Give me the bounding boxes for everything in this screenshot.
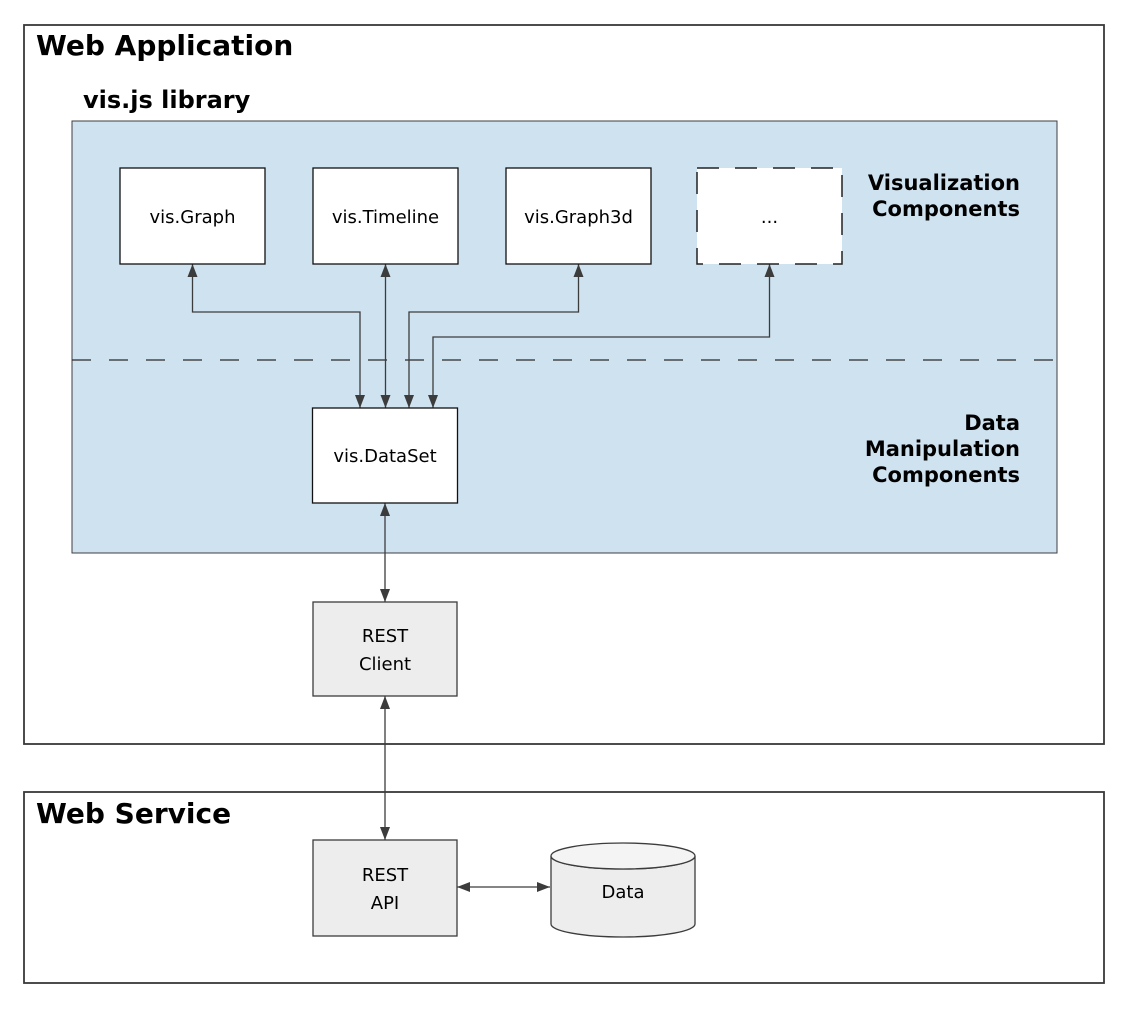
label-line: REST bbox=[362, 865, 409, 886]
connector-more-dataset bbox=[428, 264, 775, 408]
box-more-components bbox=[696, 167, 843, 265]
label-line: Manipulation bbox=[865, 437, 1020, 461]
label-line: Components bbox=[872, 197, 1020, 221]
connector-line bbox=[432, 264, 771, 408]
arrowhead-down-icon bbox=[428, 395, 438, 408]
label-vis-graph: vis.Graph bbox=[150, 207, 236, 228]
arrowhead-up-icon bbox=[380, 503, 390, 516]
arrowhead-left-icon bbox=[457, 882, 470, 892]
label-line: API bbox=[371, 893, 399, 914]
arrowhead-down-icon bbox=[404, 395, 414, 408]
cylinder-top-icon bbox=[550, 842, 696, 870]
box-vis-graph3d bbox=[505, 167, 652, 265]
connector-timeline-dataset bbox=[380, 264, 391, 408]
connector-restapi-datastore bbox=[457, 882, 550, 892]
connector-dataset-restclient bbox=[380, 503, 390, 602]
arrowhead-up-icon bbox=[380, 264, 391, 277]
label-vis-dataset: vis.DataSet bbox=[333, 446, 436, 467]
label-vis-graph3d: vis.Graph3d bbox=[524, 207, 633, 228]
arrowhead-up-icon bbox=[380, 696, 390, 709]
arrowhead-down-icon bbox=[355, 395, 365, 408]
web-application-title: Web Application bbox=[36, 29, 293, 62]
arrowhead-down-icon bbox=[380, 395, 391, 408]
arrowhead-down-icon bbox=[380, 827, 390, 840]
visualization-components-label: Visualization Components bbox=[868, 171, 1020, 221]
label-vis-timeline: vis.Timeline bbox=[332, 207, 439, 228]
rest-client-label: REST Client bbox=[359, 626, 411, 675]
arrowhead-up-icon bbox=[573, 264, 584, 277]
connector-restclient-restapi bbox=[380, 696, 390, 840]
label-data-store: Data bbox=[602, 882, 645, 903]
label-line: Data bbox=[964, 411, 1020, 435]
connector-line bbox=[408, 264, 580, 408]
arrowhead-up-icon bbox=[187, 264, 198, 277]
label-line: REST bbox=[362, 626, 409, 647]
arrowhead-down-icon bbox=[380, 589, 390, 602]
box-vis-timeline bbox=[312, 167, 459, 265]
arrowhead-up-icon bbox=[764, 264, 775, 277]
box-vis-dataset bbox=[311, 407, 459, 504]
connector-line bbox=[191, 264, 361, 408]
data-manipulation-components-label: Data Manipulation Components bbox=[865, 411, 1020, 487]
box-rest-client bbox=[312, 601, 458, 697]
label-more-components: ... bbox=[761, 207, 778, 228]
arrowhead-right-icon bbox=[537, 882, 550, 892]
vis-library-title: vis.js library bbox=[83, 86, 251, 114]
box-rest-api bbox=[312, 839, 458, 937]
box-vis-graph bbox=[119, 167, 266, 265]
rest-api-label: REST API bbox=[362, 865, 409, 914]
web-service-title: Web Service bbox=[36, 797, 231, 830]
label-line: Visualization bbox=[868, 171, 1020, 195]
label-line: Client bbox=[359, 654, 411, 675]
data-store-cylinder bbox=[550, 842, 696, 938]
label-line: Components bbox=[872, 463, 1020, 487]
connector-graph-dataset bbox=[187, 264, 365, 408]
connector-graph3d-dataset bbox=[404, 264, 584, 408]
